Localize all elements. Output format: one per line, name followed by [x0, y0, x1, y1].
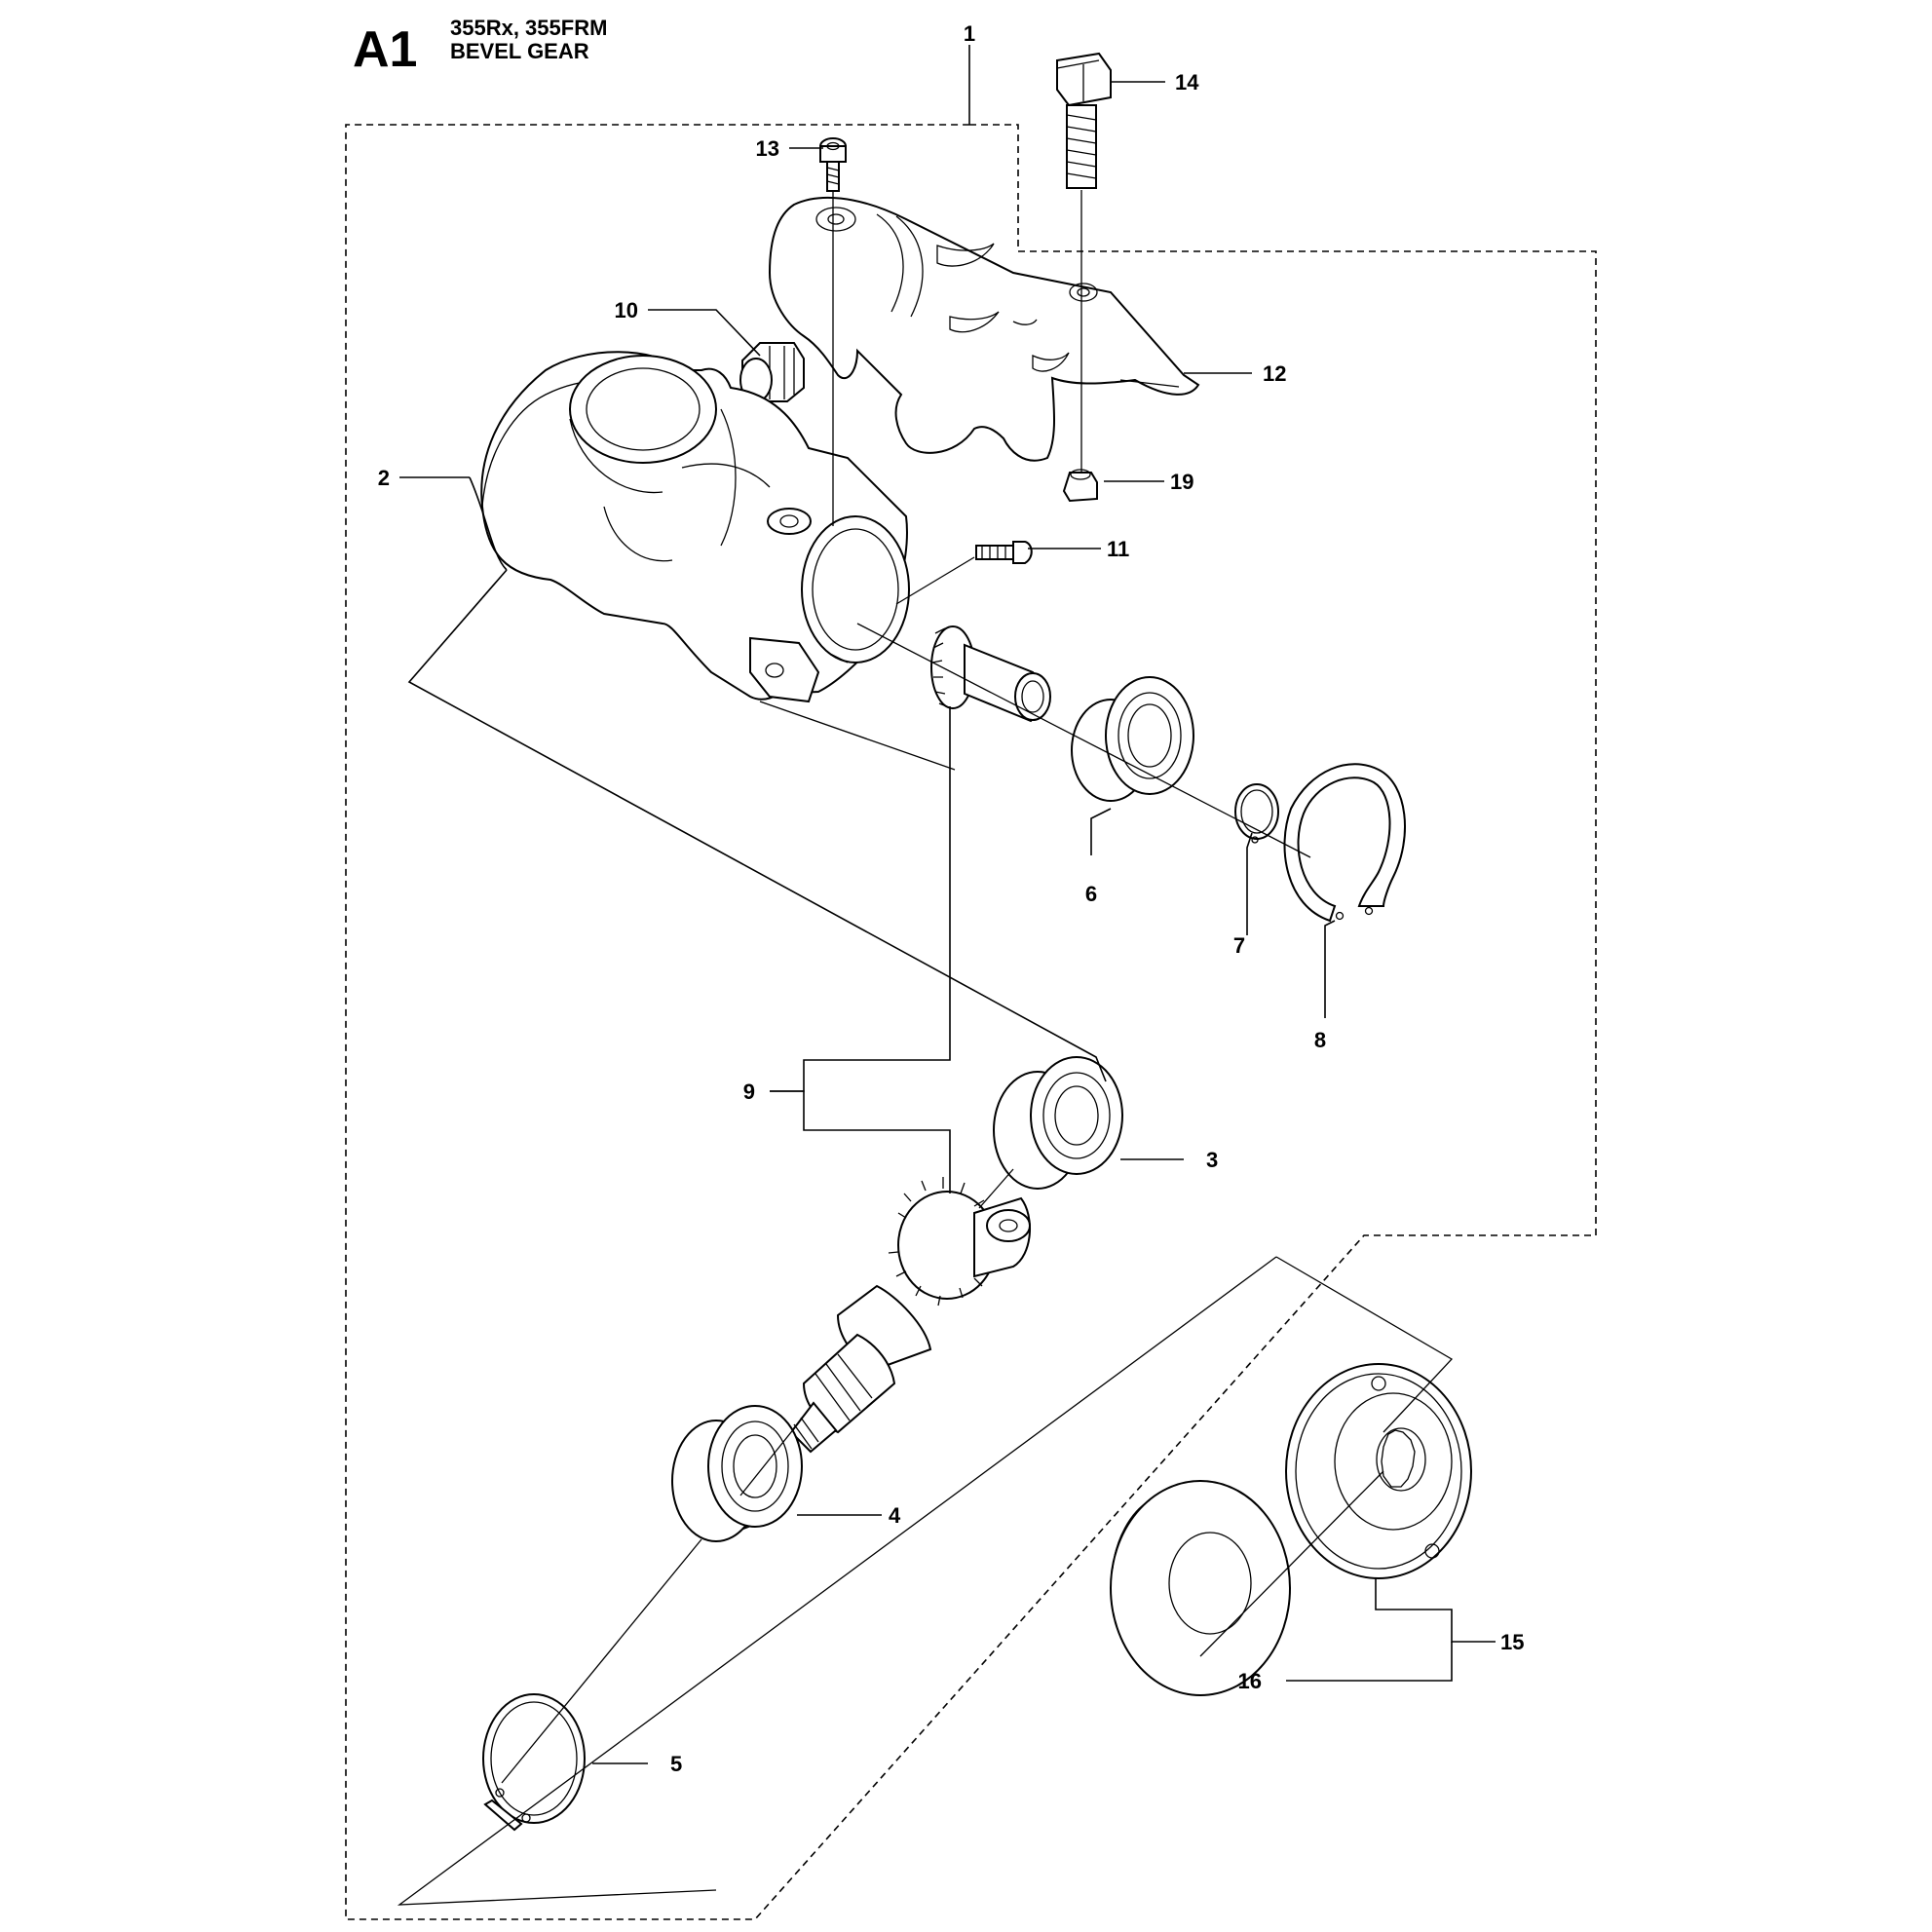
part-12-clamp — [768, 196, 1200, 462]
callout-2: 2 — [378, 466, 390, 490]
callout-11: 11 — [1107, 537, 1129, 561]
part-15-thrust-sleeve — [1285, 1363, 1472, 1579]
callout-4: 4 — [889, 1503, 901, 1528]
section-title: BEVEL GEAR — [450, 39, 589, 63]
callout-5: 5 — [670, 1752, 682, 1776]
callout-19: 19 — [1170, 470, 1193, 494]
callout-12: 12 — [1263, 361, 1286, 386]
part-13-cap-screw — [819, 137, 847, 192]
page-code: A1 — [353, 21, 417, 78]
part-5-circlip — [482, 1693, 586, 1832]
part-8-large-circlip — [1283, 763, 1406, 923]
part-14-wing-bolt — [1056, 52, 1112, 189]
alignment-axes — [501, 190, 1384, 1784]
part-9-pinion-gear — [930, 625, 1051, 723]
model-names: 355Rx, 355FRM — [450, 16, 607, 40]
part-6-bearing — [1071, 676, 1194, 802]
diagram-header: A1 355Rx, 355FRM BEVEL GEAR — [353, 16, 607, 78]
callout-9: 9 — [743, 1080, 755, 1104]
part-3-bearing — [993, 1056, 1123, 1190]
callout-14: 14 — [1175, 70, 1199, 95]
sub-assembly-outlines — [397, 569, 1454, 1906]
part-2-gear-housing — [480, 351, 910, 703]
callout-7: 7 — [1233, 933, 1245, 958]
part-9-spindle-gear — [789, 1177, 1031, 1454]
callout-labels: 1 2 3 4 5 6 7 8 9 10 11 12 13 14 15 16 1… — [378, 21, 1525, 1776]
assembly-boundary — [345, 124, 1597, 1920]
callout-13: 13 — [756, 136, 779, 161]
part-19-nut — [1062, 469, 1098, 503]
callout-1: 1 — [964, 21, 975, 46]
callout-6: 6 — [1085, 882, 1097, 906]
callout-16: 16 — [1238, 1669, 1262, 1693]
part-4-bearing — [671, 1405, 803, 1542]
part-16-washer — [1110, 1480, 1291, 1696]
part-7-small-circlip — [1234, 783, 1279, 844]
callout-8: 8 — [1314, 1028, 1326, 1052]
callout-3: 3 — [1206, 1148, 1218, 1172]
part-11-screw — [975, 541, 1033, 564]
callout-15: 15 — [1500, 1630, 1524, 1654]
callout-10: 10 — [615, 298, 638, 322]
